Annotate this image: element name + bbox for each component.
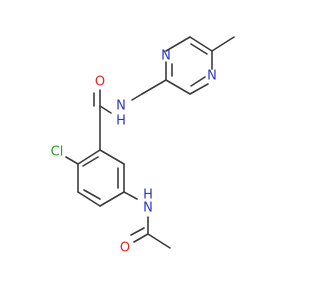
atom-acetamide-n: N <box>143 201 153 216</box>
bond-pyrazine-ch2 <box>141 79 167 95</box>
bond-acetyl-o-double <box>130 227 145 236</box>
bond-benzene-c1-c2-double <box>82 156 99 167</box>
atom-amide-o: O <box>95 75 105 90</box>
atom-amide-n: N <box>116 99 126 114</box>
bond-pyrazine-n4-c-double <box>190 76 206 87</box>
atom-pyrazine-n-bottom: N <box>207 69 217 84</box>
bond-pyrazine-n4-c <box>189 83 209 95</box>
atom-acetamide-o: O <box>120 241 130 256</box>
atom-labels: N N N H O Cl H N O <box>51 49 217 256</box>
bond-ch2-nh <box>131 93 143 101</box>
bond-benzene-cl <box>65 156 79 165</box>
bond-methyl-pyrazine <box>211 36 235 52</box>
bond-benzene-c4-c5 <box>99 191 125 207</box>
bonds <box>65 36 235 249</box>
bond-acetyl-methyl <box>147 233 171 249</box>
bond-pyrazine-c-c-top-double <box>190 43 208 55</box>
bond-pyrazine-c-c-top <box>189 36 213 52</box>
molecule-structure: N N N H O Cl H N O <box>51 36 235 256</box>
bond-benzene-nh <box>123 191 138 200</box>
bond-pyrazine-n1-c <box>165 36 191 52</box>
bond-benzene-c3-c4-double <box>83 189 101 200</box>
bond-benzene-c1-c2 <box>77 149 101 165</box>
atom-pyrazine-n-top: N <box>161 49 171 64</box>
bond-acetyl-o <box>133 233 149 243</box>
atom-amide-h: H <box>116 114 126 129</box>
bond-benzene-c6-c1 <box>99 149 125 165</box>
atom-acetamide-h: H <box>143 188 153 203</box>
bond-pyrazine-c-c-bottom <box>165 79 191 95</box>
bond-benzene-c3-c4 <box>77 191 101 207</box>
bond-nh-carbonyl <box>99 105 112 114</box>
atom-chlorine: Cl <box>51 145 64 160</box>
